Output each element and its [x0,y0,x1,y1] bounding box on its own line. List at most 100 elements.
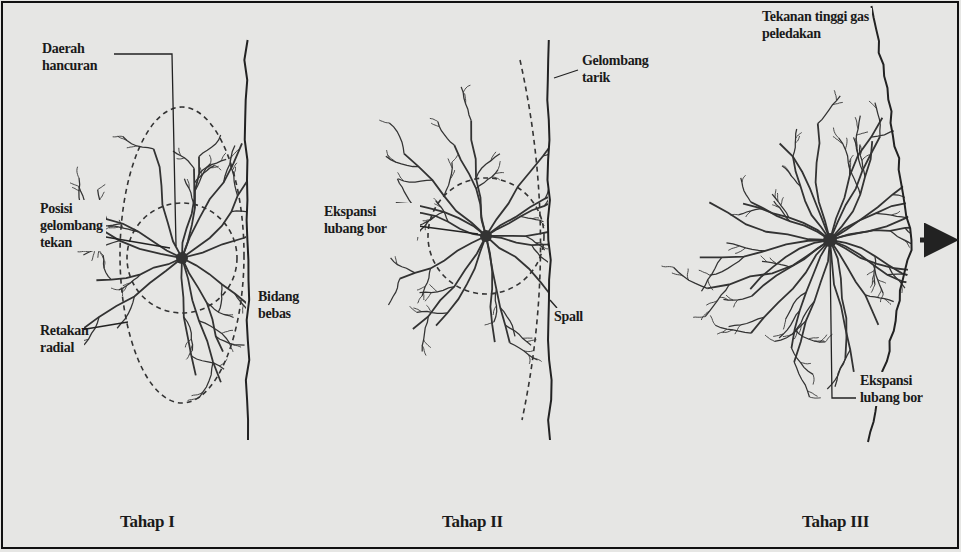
crack [865,295,893,302]
crack [834,90,836,100]
crack [916,236,920,243]
crack [222,330,233,333]
crack [687,269,688,281]
crack [931,219,939,222]
crack [710,257,744,275]
crack [791,348,813,374]
crack [673,267,707,288]
crack [486,236,495,342]
crack [510,343,538,360]
crack [231,211,246,217]
crack [693,316,705,318]
free-face [244,40,249,440]
crack [98,184,106,189]
crack [920,215,944,227]
crack [742,175,746,182]
stage-caption: Tahap III [800,512,871,532]
crack [127,146,137,148]
crack [830,240,878,325]
crack [818,96,841,123]
crack [765,335,774,341]
crack [544,187,548,206]
crack [867,270,874,275]
crack [182,156,199,258]
crack [856,132,868,135]
blast-hole [480,230,492,242]
crack [794,240,830,362]
crack [715,325,751,333]
crack [492,177,500,180]
crack [717,329,727,334]
leader-lines [80,54,176,330]
crack [430,284,438,291]
crack [235,293,246,315]
crack [486,236,510,343]
crack [409,211,486,236]
part-label: Daerah hancuran [40,40,114,74]
crack [413,236,486,329]
crack [231,166,238,196]
crack [123,137,154,149]
crack [199,159,226,173]
crack [188,398,199,401]
crack [218,284,222,312]
crack [923,143,943,171]
crack [738,209,764,215]
crack [182,143,242,258]
crack [849,155,854,164]
crack [793,129,797,156]
crack [735,325,741,334]
crack [791,240,830,348]
part-label: Ekspansi lubang bor [322,203,420,237]
crack [486,140,548,236]
crack [418,296,422,303]
crack [463,85,470,92]
crack [801,363,811,364]
crack [751,240,830,333]
part-label: Gelombang tarik [580,52,664,86]
crack [855,117,858,129]
crack [438,122,454,145]
crack [527,340,537,342]
crack [476,154,500,179]
crack [476,170,498,189]
crack [878,289,882,297]
crack [936,196,961,203]
crack [77,167,79,178]
crack [400,236,486,279]
crack [830,240,929,273]
crack [181,258,195,375]
stage-caption: Tahap I [118,512,176,532]
crack [830,196,936,240]
crack [862,155,870,161]
crack [710,315,715,325]
crack [953,199,961,206]
radial-cracks [662,90,961,398]
crack [723,296,751,300]
crack [215,165,222,170]
crack [111,288,119,290]
crack [526,236,545,250]
crack [950,206,960,209]
crack [833,128,838,138]
crack [100,192,105,200]
crack [425,293,431,302]
crack [813,374,815,384]
crack [454,145,486,236]
crack [486,200,548,236]
crack [184,179,195,208]
crack [926,199,956,208]
crack [182,258,246,314]
crack [389,123,404,154]
crack [741,178,751,202]
crack [195,164,210,191]
part-label: Spall [552,308,606,325]
crack [750,240,830,289]
crack [418,212,444,226]
crack [940,216,948,218]
crack [917,270,924,275]
crack [701,257,721,291]
crack [191,356,224,369]
